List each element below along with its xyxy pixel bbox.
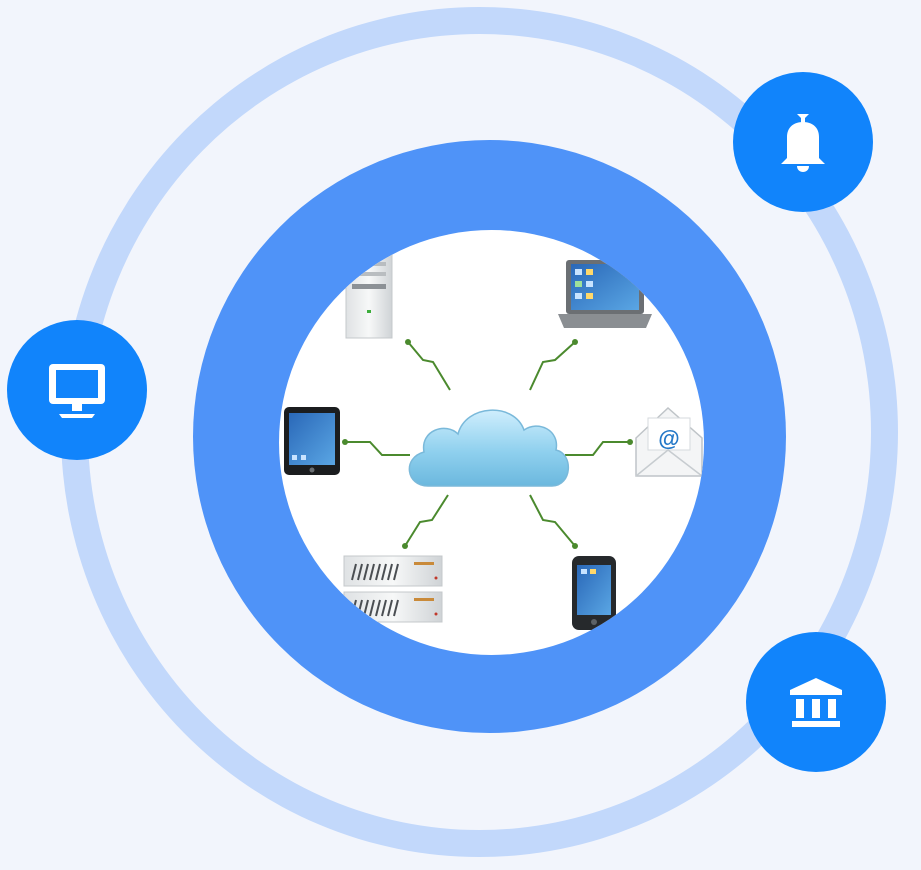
bell-badge[interactable] — [733, 72, 873, 212]
svg-text:@: @ — [658, 426, 679, 451]
email-icon: @ — [635, 406, 703, 477]
connector-left — [345, 441, 410, 456]
bank-badge[interactable] — [746, 632, 886, 772]
smartphone-icon — [572, 556, 616, 630]
tablet-icon — [284, 407, 340, 475]
rack-server-icon — [343, 555, 443, 623]
monitor-badge[interactable] — [7, 320, 147, 460]
network-svg: @ — [284, 243, 703, 630]
connector-right — [565, 441, 630, 456]
connector-top-left — [407, 341, 451, 391]
connector-dots — [342, 339, 633, 549]
cloud-icon — [408, 409, 570, 487]
connector-lines — [345, 341, 630, 547]
connector-bottom-right — [529, 494, 576, 547]
bank-icon — [790, 678, 842, 727]
bell-icon — [781, 114, 825, 172]
connector-bottom-left — [404, 494, 449, 547]
cloud-network-illustration: @ — [279, 230, 704, 655]
connector-top-right — [529, 341, 576, 391]
monitor-icon — [49, 364, 105, 418]
